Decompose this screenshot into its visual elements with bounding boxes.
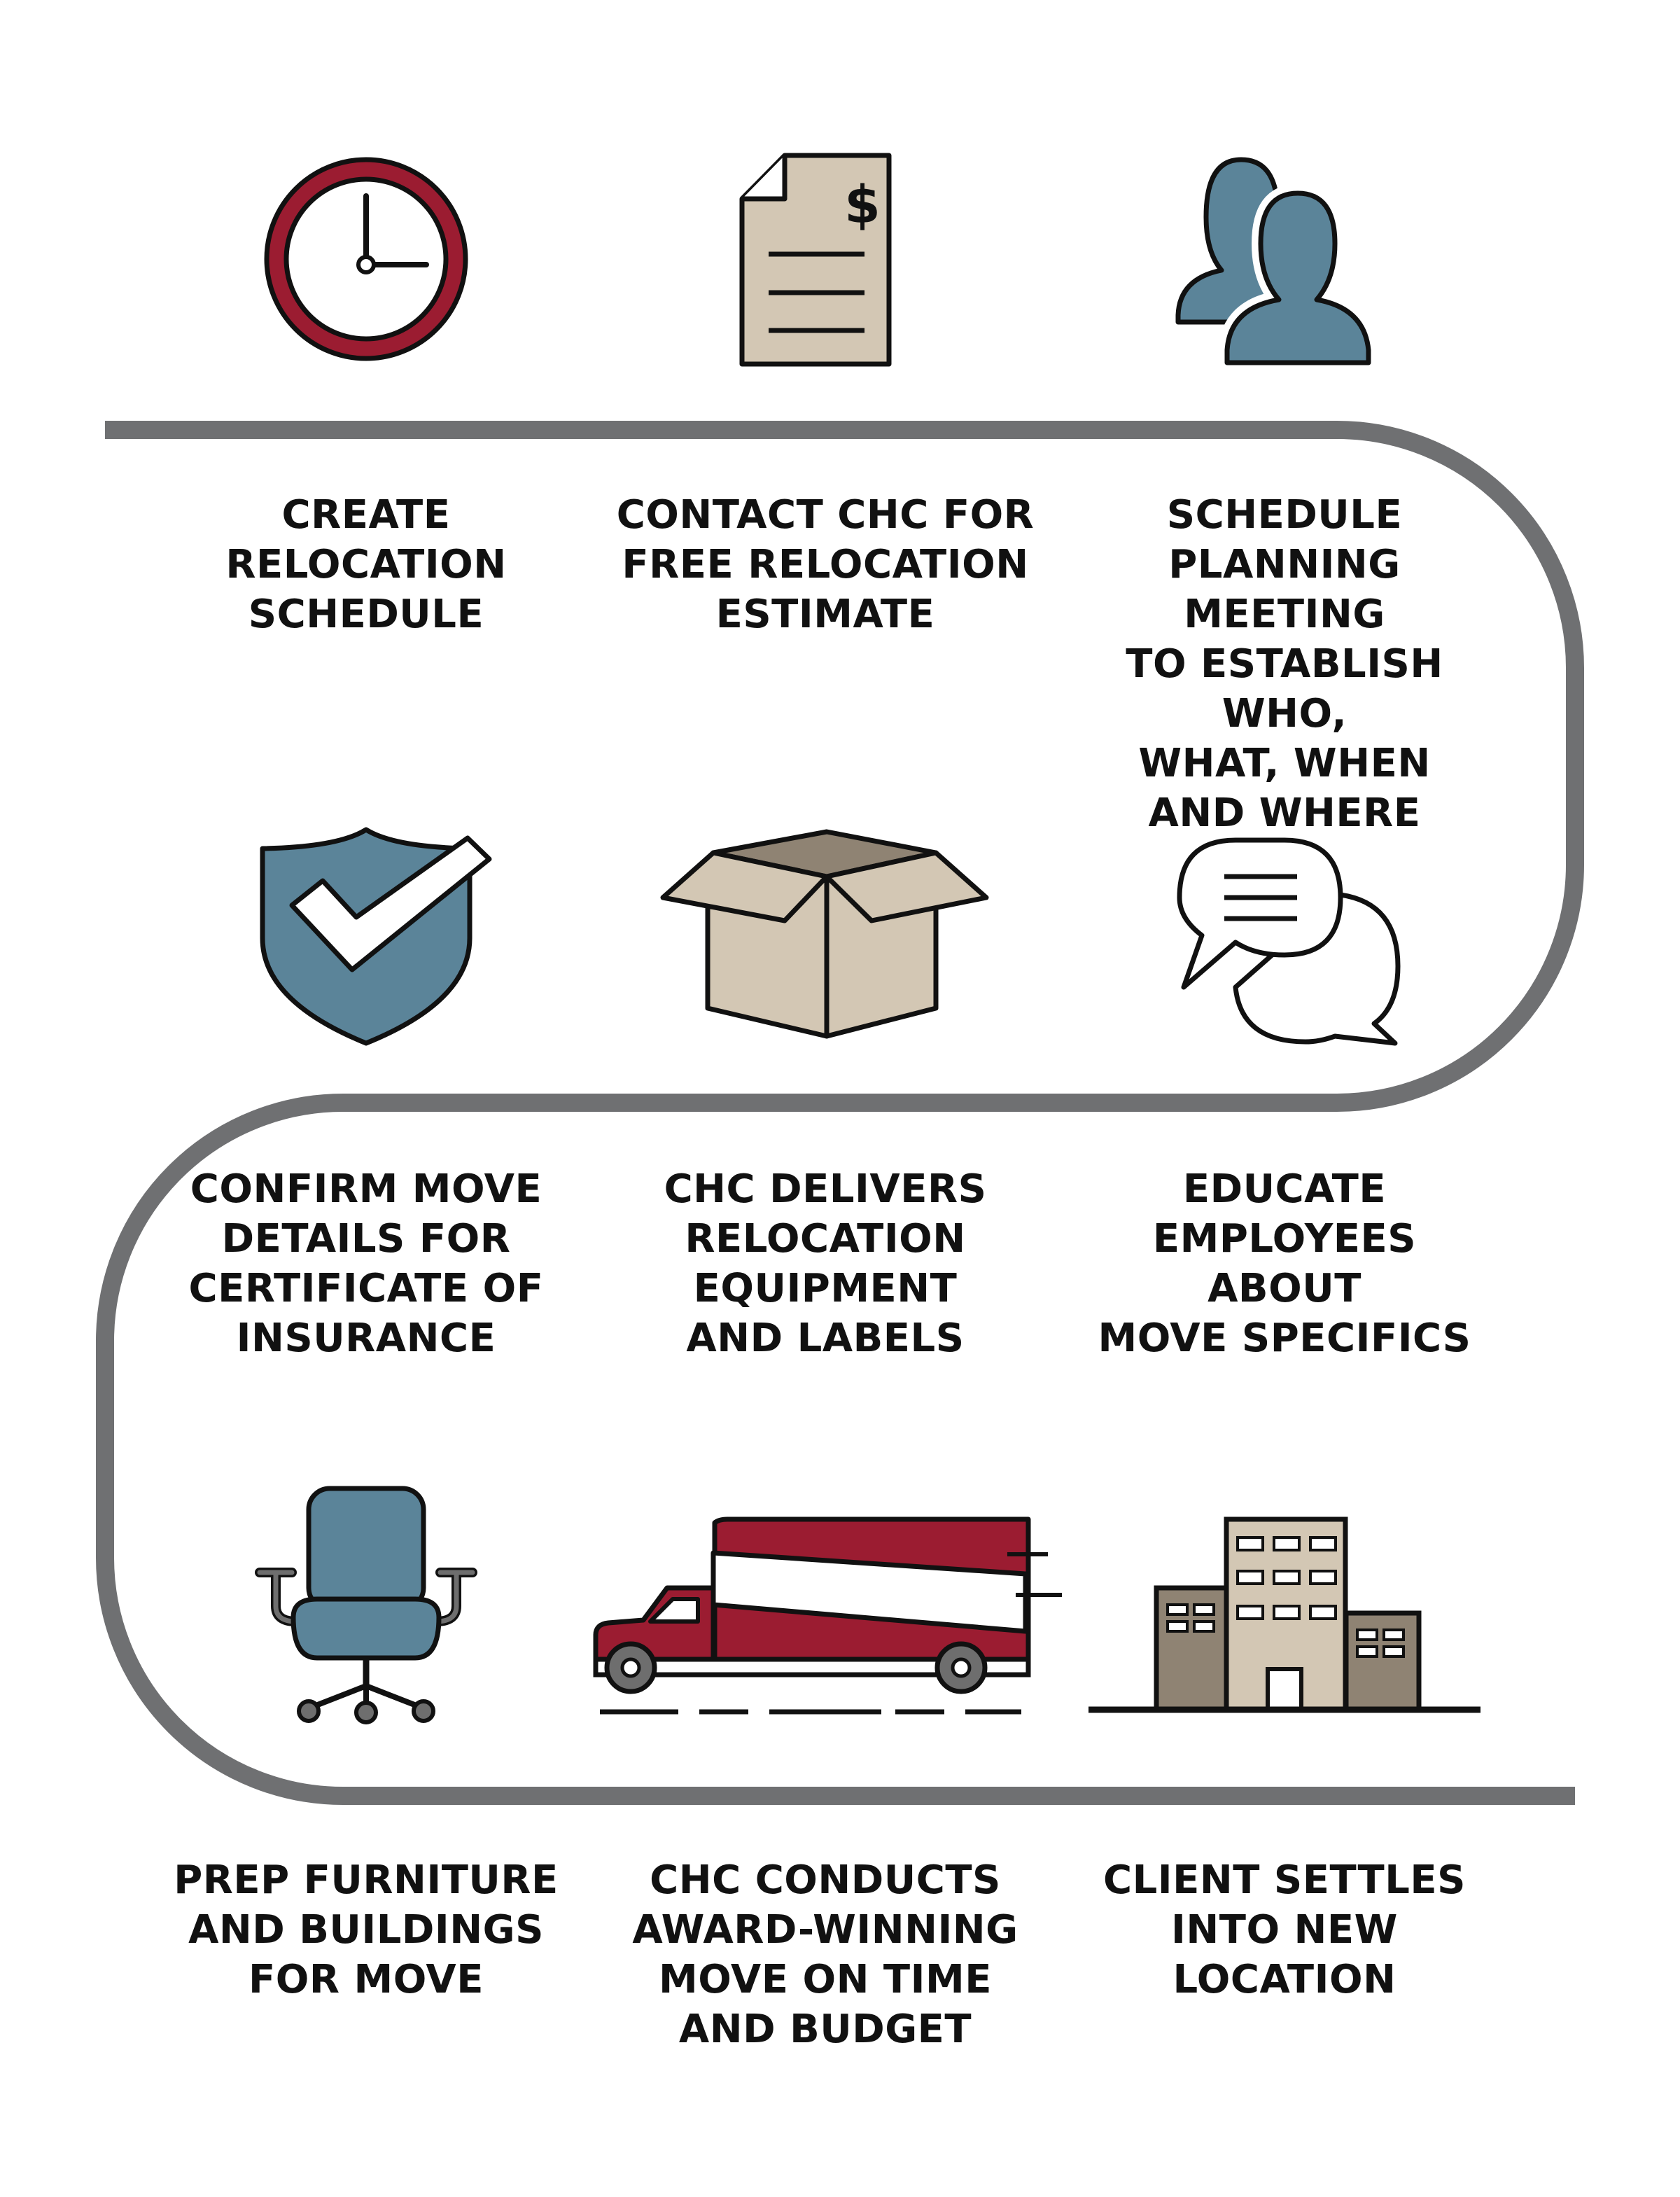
step-label-prep-furniture: PREP FURNITURE AND BUILDINGS FOR MOVE: [174, 1857, 559, 2002]
step-label-deliver-equipment: CHC DELIVERS RELOCATION EQUIPMENT AND LA…: [664, 1166, 987, 1361]
people-icon: [1138, 140, 1432, 378]
shield-check-icon: [219, 819, 513, 1057]
open-box-icon: [660, 819, 989, 1057]
invoice-document-icon: $: [678, 140, 972, 378]
moving-truck-icon: [593, 1484, 1062, 1722]
clock-icon: [219, 140, 513, 378]
svg-text:$: $: [844, 175, 881, 235]
step-label-create-schedule: CREATE RELOCATION SCHEDULE: [225, 492, 507, 637]
office-chair-icon: [219, 1484, 513, 1724]
buildings-icon: [1088, 1484, 1480, 1722]
step-label-conduct-move: CHC CONDUCTS AWARD-WINNING MOVE ON TIME …: [632, 1857, 1018, 2052]
chat-bubbles-icon: [1138, 819, 1432, 1057]
step-label-planning-meeting: SCHEDULE PLANNING MEETING TO ESTABLISH W…: [1126, 492, 1443, 836]
step-label-confirm-insurance: CONFIRM MOVE DETAILS FOR CERTIFICATE OF …: [188, 1166, 544, 1361]
step-label-contact-chc: CONTACT CHC FOR FREE RELOCATION ESTIMATE: [616, 492, 1035, 637]
step-label-educate-employees: EDUCATE EMPLOYEES ABOUT MOVE SPECIFICS: [1098, 1166, 1471, 1361]
step-label-client-settles: CLIENT SETTLES INTO NEW LOCATION: [1103, 1857, 1466, 2002]
